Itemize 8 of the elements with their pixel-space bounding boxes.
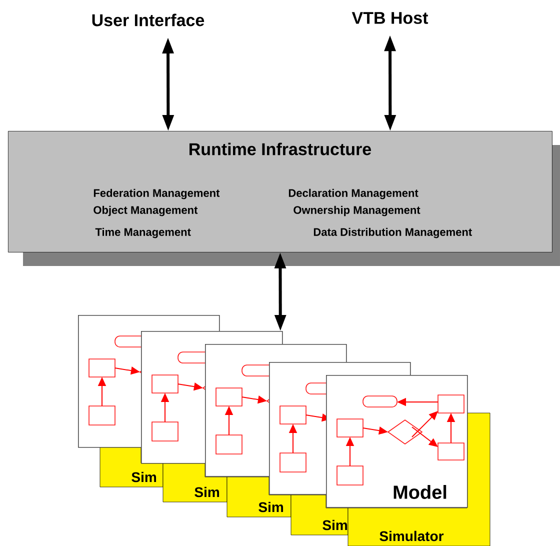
simulator-box: Sim xyxy=(100,446,164,488)
heading-text: User Interface xyxy=(92,14,204,26)
infrastructure-box: Runtime Infrastructure Federation Management Declaration Management Object Management Ownership Management Time Management Data Distribution Management xyxy=(8,131,552,252)
simulator-box: Sim xyxy=(290,494,348,536)
simulator-box: Sim xyxy=(162,462,228,502)
model-card: Model xyxy=(326,375,468,508)
heading-text: VTB Host xyxy=(352,12,428,24)
simulator-box: Sim xyxy=(226,476,292,518)
